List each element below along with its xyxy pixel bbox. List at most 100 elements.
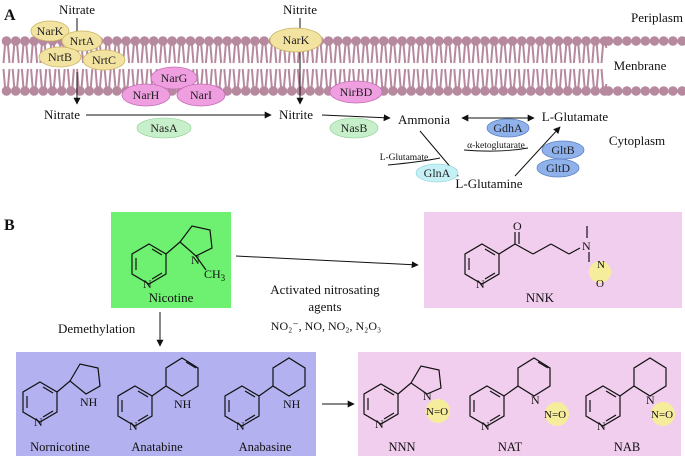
lipid [444, 68, 453, 88]
lipid [480, 44, 489, 64]
lipid [526, 36, 536, 46]
lipid [130, 36, 141, 46]
lipid [223, 68, 232, 88]
lipid [489, 86, 499, 96]
lipid [361, 44, 370, 64]
cytoplasm-label: Cytoplasm [609, 133, 665, 148]
nnk-pyridine-n: N [476, 277, 485, 291]
nab-nitroso: N=O [651, 409, 673, 421]
lipid [544, 86, 555, 96]
lipid [572, 44, 581, 64]
nrtb-protein [38, 46, 82, 68]
nnk-amine-n: N [582, 239, 591, 253]
nicotine-methyl: CH3 [204, 267, 226, 283]
lipid [668, 36, 678, 46]
lipid [425, 68, 434, 88]
lipid [94, 68, 103, 88]
nrtc-protein [82, 49, 126, 71]
lipid [240, 36, 251, 46]
anabasine-nh: NH [283, 397, 301, 411]
lipid [296, 68, 305, 88]
lipid [649, 36, 660, 46]
lipid [10, 86, 21, 96]
narh-protein [121, 83, 171, 107]
gltb-label: GltB [551, 143, 574, 157]
nark-right-protein [269, 27, 323, 53]
nitrite-top-label: Nitrite [283, 2, 317, 17]
nirbd-protein [329, 80, 383, 104]
lipid [278, 68, 287, 88]
nitrate-top-label: Nitrate [59, 2, 95, 17]
lipid [314, 86, 325, 96]
lipid [241, 68, 250, 88]
lipid [572, 36, 582, 46]
lipid [260, 68, 269, 88]
lipid [603, 86, 614, 96]
lipid [443, 86, 453, 96]
lipid [268, 86, 279, 96]
lipid [658, 36, 669, 46]
lipid [250, 86, 260, 96]
nicotine-box [111, 212, 231, 308]
nark-left-label: NarK [37, 24, 64, 38]
nitrosating-agents-list: NO₂⁻, NO, NO₂, N₂O₃ [271, 319, 381, 333]
lipid [241, 44, 250, 64]
lipid [259, 36, 269, 46]
lipid [20, 86, 30, 96]
lipid [269, 44, 278, 64]
lipid [581, 36, 591, 46]
lipid [677, 86, 685, 96]
anabasine-structure [224, 357, 306, 427]
lipid [240, 86, 251, 96]
nab-ring-n: N [646, 393, 655, 407]
nab-name: NAB [614, 440, 640, 454]
lipid [499, 44, 508, 64]
lipid [112, 68, 121, 88]
lipid [397, 36, 407, 46]
lipid [545, 68, 554, 88]
lipid [378, 36, 389, 46]
lipid [424, 36, 435, 46]
l-glutamine-metabolite: L-Glutamine [455, 176, 522, 191]
lipid [315, 44, 324, 64]
lipid [388, 36, 398, 46]
lipid [407, 44, 416, 64]
nasa-protein [136, 117, 192, 139]
lipid [213, 36, 223, 46]
lipid [462, 68, 471, 88]
lipid [581, 86, 591, 96]
lipid [406, 86, 417, 96]
lipid [85, 68, 94, 88]
nat-nitroso-highlight [545, 402, 569, 426]
lipid [452, 36, 463, 46]
lipid [582, 44, 591, 64]
lipid [562, 36, 573, 46]
anatabine-name: Anatabine [131, 440, 183, 454]
lipid [631, 36, 641, 46]
lipid [582, 68, 591, 88]
lipid [30, 44, 39, 64]
lipid [480, 68, 489, 88]
lipid [223, 44, 232, 64]
lipid [305, 86, 315, 96]
lipid [470, 86, 481, 96]
lipid [444, 44, 453, 64]
lipid [121, 36, 131, 46]
lipid [453, 68, 462, 88]
lipid [416, 44, 425, 64]
glutamine-to-glutamate-arrow [514, 126, 561, 177]
lipid [434, 86, 444, 96]
nnk-name: NNK [526, 290, 555, 305]
nitrite-to-ammonia-arrow [321, 114, 391, 122]
lipid [214, 68, 223, 88]
lipid [122, 68, 131, 88]
nnk-structure [464, 226, 590, 285]
nornicotine-name: Nornicotine [30, 440, 90, 454]
lipid [526, 68, 535, 88]
lipid [296, 86, 306, 96]
nat-nitroso: N=O [544, 409, 566, 421]
lipid [11, 68, 20, 88]
lipid [434, 44, 443, 64]
lipid [622, 86, 632, 96]
lipid [388, 68, 397, 88]
